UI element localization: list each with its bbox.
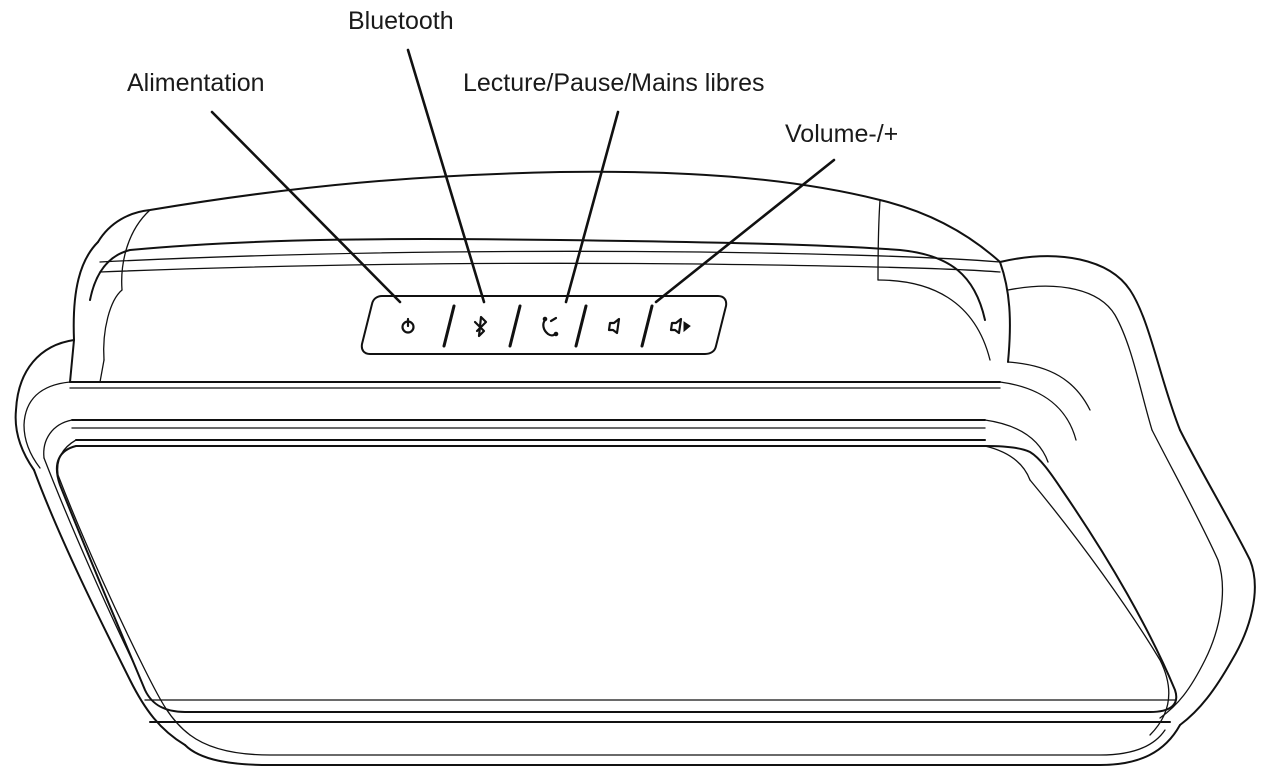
- button-divider: [640, 304, 654, 348]
- callout-power: Alimentation: [127, 69, 265, 97]
- speaker-handle: [72, 170, 1011, 363]
- button-divider: [442, 304, 456, 348]
- callout-leaders: [210, 48, 836, 304]
- phone-icon[interactable]: [542, 316, 559, 337]
- leader-line-play: [564, 110, 620, 304]
- volume-up-icon[interactable]: [669, 317, 691, 335]
- volume-down-icon[interactable]: [607, 317, 621, 335]
- button-divider: [574, 304, 588, 348]
- power-icon[interactable]: [401, 317, 415, 334]
- callout-play-pause-handsfree: Lecture/Pause/Mains libres: [463, 69, 765, 97]
- bluetooth-icon[interactable]: [473, 315, 488, 338]
- callout-bluetooth: Bluetooth: [348, 7, 454, 35]
- leader-line-power: [210, 110, 402, 304]
- callout-volume: Volume-/+: [785, 120, 899, 148]
- leader-line-bluetooth: [406, 48, 486, 304]
- speaker-body: [14, 250, 1256, 766]
- leader-line-volume: [654, 158, 836, 304]
- button-panel: [360, 295, 728, 355]
- button-divider: [508, 304, 522, 348]
